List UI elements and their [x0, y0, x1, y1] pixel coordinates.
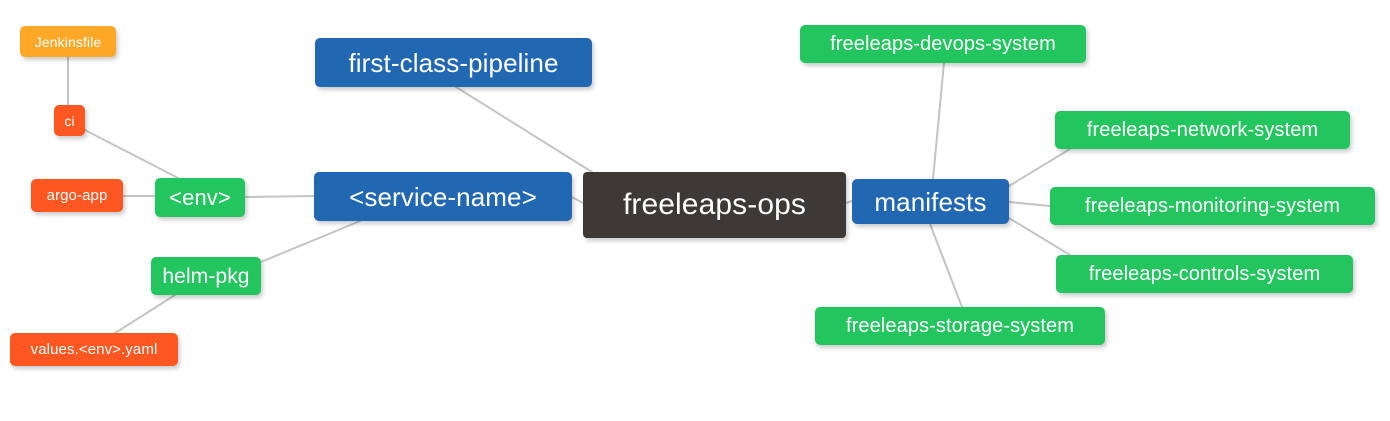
node-root[interactable]: freeleaps-ops	[583, 172, 846, 238]
edge-manifests-to-freeleaps-storage-system	[929, 223, 963, 308]
node-freeleaps-monitoring-system[interactable]: freeleaps-monitoring-system	[1050, 187, 1375, 225]
node-values-yaml[interactable]: values.<env>.yaml	[10, 333, 178, 366]
edge-root-to-service-name	[571, 196, 584, 204]
node-freeleaps-storage-system[interactable]: freeleaps-storage-system	[815, 307, 1105, 345]
edge-service-name-to-env	[244, 195, 315, 198]
edge-manifests-to-freeleaps-network-system	[1008, 148, 1071, 187]
node-freeleaps-controls-system[interactable]: freeleaps-controls-system	[1056, 255, 1353, 293]
edge-env-to-ci	[84, 129, 179, 179]
node-freeleaps-network-system[interactable]: freeleaps-network-system	[1055, 111, 1350, 149]
node-freeleaps-devops-system[interactable]: freeleaps-devops-system	[800, 25, 1086, 63]
node-service-name[interactable]: <service-name>	[314, 172, 572, 221]
node-first-class-pipeline[interactable]: first-class-pipeline	[315, 38, 592, 87]
node-argo-app[interactable]: argo-app	[31, 179, 123, 212]
edge-service-name-to-helm-pkg	[260, 220, 361, 263]
node-manifests[interactable]: manifests	[852, 179, 1009, 224]
edge-manifests-to-freeleaps-devops-system	[932, 62, 945, 180]
node-env[interactable]: <env>	[155, 178, 245, 217]
node-ci[interactable]: ci	[54, 105, 85, 136]
node-jenkinsfile[interactable]: Jenkinsfile	[20, 26, 116, 57]
edge-root-to-first-class-pipeline	[455, 86, 593, 173]
edge-helm-pkg-to-values-yaml	[114, 294, 176, 334]
node-helm-pkg[interactable]: helm-pkg	[151, 257, 261, 295]
edge-manifests-to-freeleaps-monitoring-system	[1008, 201, 1051, 207]
